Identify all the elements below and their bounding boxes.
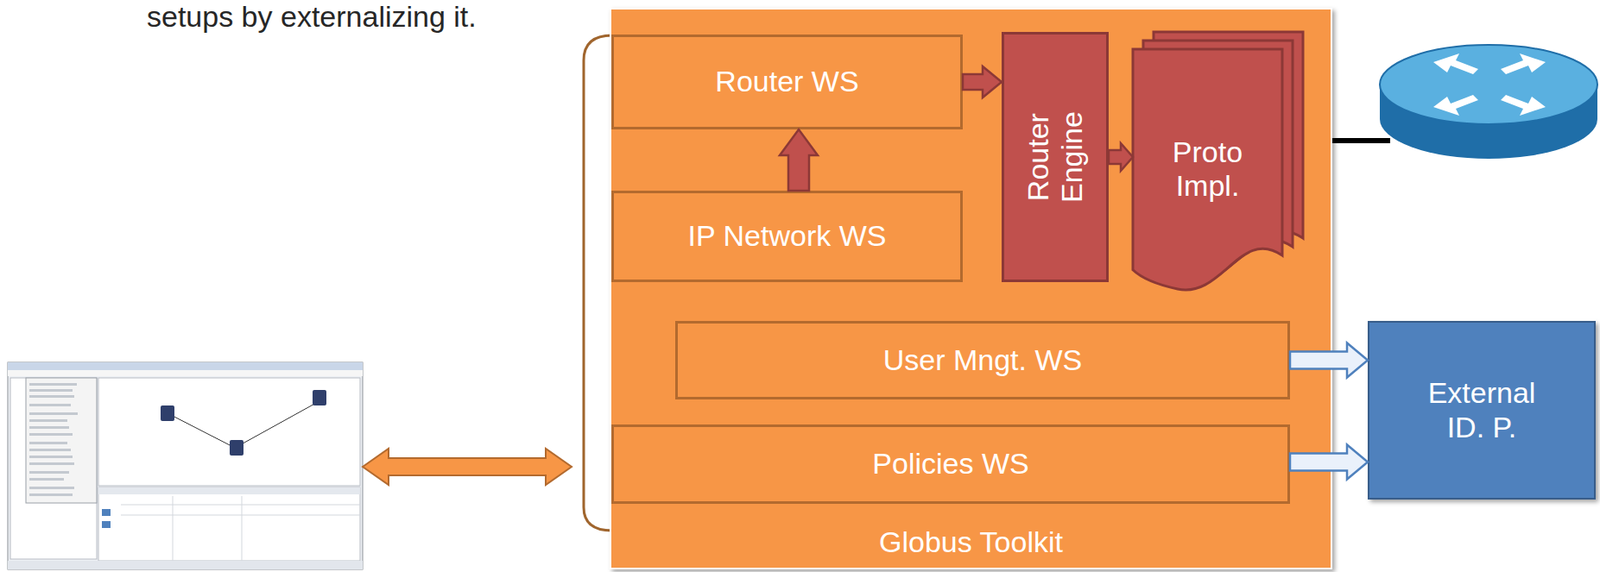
block-arrow	[1290, 445, 1368, 481]
node-label: External ID. P.	[1416, 376, 1547, 444]
service-box: Policies WS	[611, 424, 1291, 505]
router-icon	[1379, 44, 1598, 159]
engine-box: Router Engine	[1001, 31, 1109, 283]
double-arrow	[362, 449, 572, 486]
block-arrow	[1108, 143, 1133, 171]
block-arrow	[779, 129, 818, 191]
document-stack: Proto Impl.	[1132, 31, 1303, 290]
block-arrow	[1290, 343, 1368, 379]
node-label: Globus Toolkit	[879, 525, 1063, 560]
node-label: Proto Impl.	[1147, 135, 1269, 203]
node-label: Router WS	[714, 64, 859, 99]
block-arrow	[962, 66, 1002, 98]
bracket	[583, 35, 613, 532]
document-page	[1132, 49, 1283, 291]
service-box: IP Network WS	[611, 190, 963, 283]
node-label: Policies WS	[872, 447, 1029, 481]
node-label: IP Network WS	[688, 219, 887, 253]
note-text: setups by externalizing it.	[146, 0, 477, 34]
identity-provider-box: External ID. P.	[1367, 321, 1596, 500]
node-label: Router Engine	[1021, 92, 1089, 222]
app-screenshot	[7, 362, 363, 570]
service-box: User Mngt. WS	[675, 321, 1291, 400]
network-wire	[1332, 138, 1391, 144]
service-box: Router WS	[611, 34, 963, 130]
node-label: User Mngt. WS	[883, 343, 1082, 378]
toolkit-container: Globus Toolkit Router WS IP Network WS Rout…	[609, 7, 1333, 570]
